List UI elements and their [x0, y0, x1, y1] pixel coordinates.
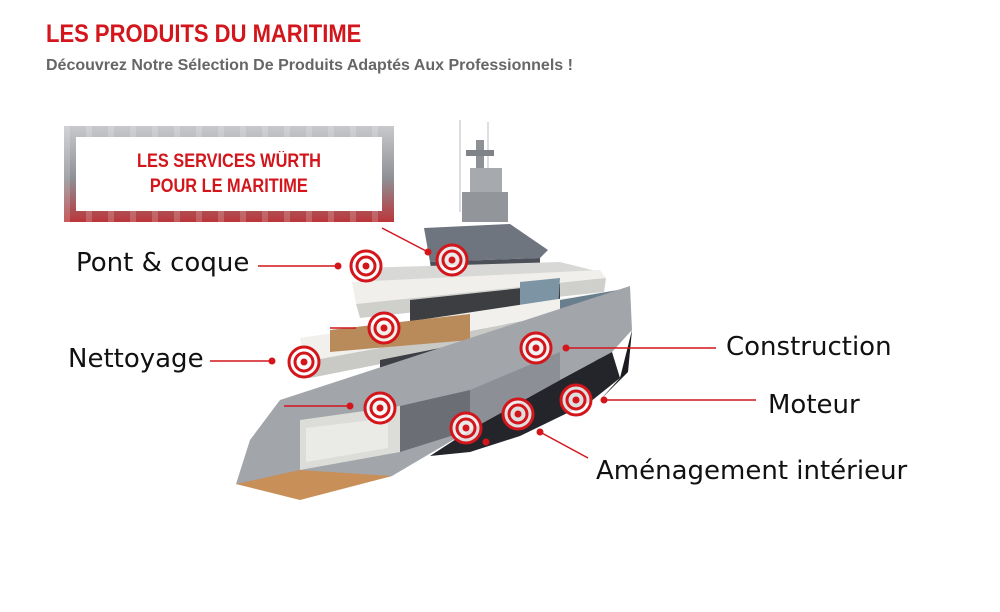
hotspot-upper-deck[interactable] [367, 311, 401, 345]
yacht-mast [459, 120, 508, 222]
banner-title-line-1: LES SERVICES WÜRTH [136, 151, 322, 172]
callout-construction[interactable]: Construction [726, 332, 892, 362]
hotspot-construction[interactable] [519, 331, 553, 365]
hotspot-nettoyage[interactable] [287, 345, 321, 379]
services-banner[interactable]: LES SERVICES WÜRTH POUR LE MARITIME [64, 126, 394, 222]
callout-pont-coque[interactable]: Pont & coque [76, 248, 250, 278]
page-subtitle: Découvrez Notre Sélection De Produits Ad… [46, 57, 573, 74]
banner-card: LES SERVICES WÜRTH POUR LE MARITIME [76, 137, 382, 211]
hotspot-moteur[interactable] [559, 383, 593, 417]
page-title: LES PRODUITS DU MARITIME [46, 20, 362, 48]
callout-moteur[interactable]: Moteur [768, 390, 860, 420]
hotspot-amenagement-2[interactable] [501, 397, 535, 431]
banner-title-line-2: POUR LE MARITIME [150, 176, 308, 197]
callout-nettoyage[interactable]: Nettoyage [68, 344, 204, 374]
leader-lines [210, 227, 756, 459]
hotspot-top-deck[interactable] [435, 243, 469, 277]
callout-amenagement[interactable]: Aménagement intérieur [596, 456, 908, 486]
hotspot-pont-coque[interactable] [349, 249, 383, 283]
hotspot-aft-deck[interactable] [363, 391, 397, 425]
hotspot-amenagement-1[interactable] [449, 411, 483, 445]
